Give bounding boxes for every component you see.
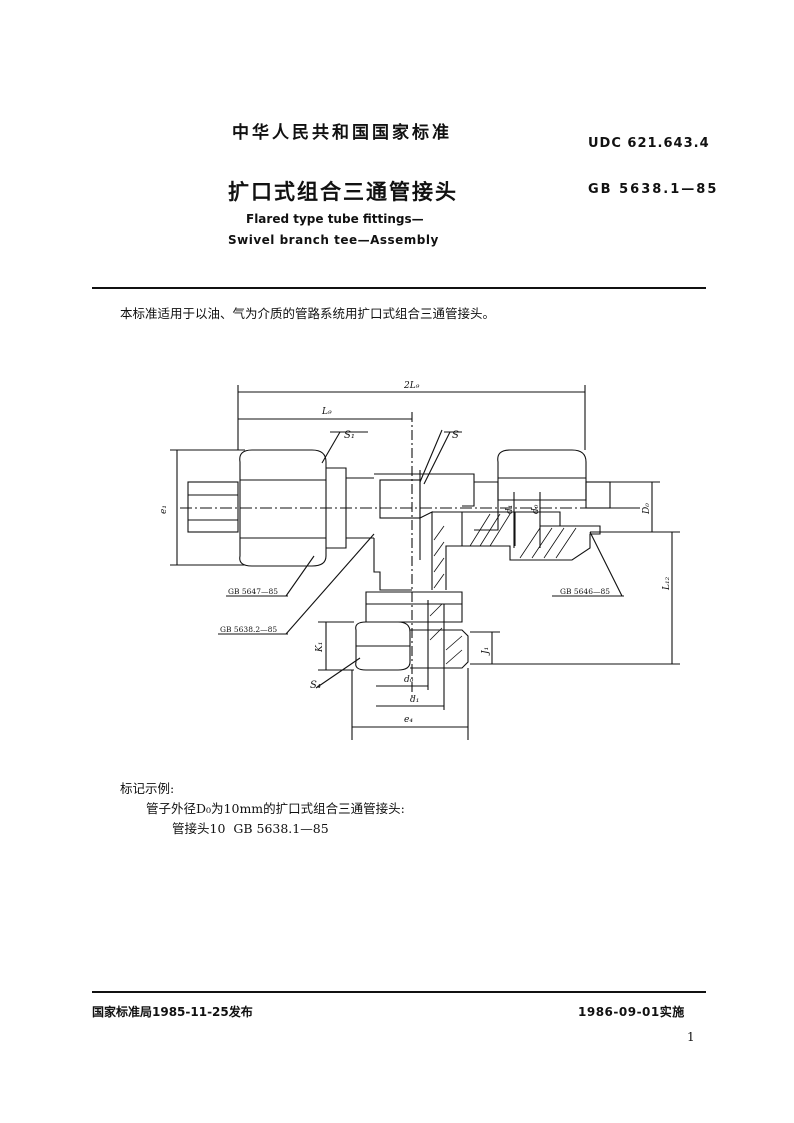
label-2l9: 2L₉ [403,381,420,391]
title-en-line2: Swivel branch tee—Assembly [228,233,439,247]
label-l9: L₉ [321,407,332,417]
udc-number: UDC 621.643.4 [588,136,710,151]
label-e4: e₄ [404,715,413,725]
ref-gb5646: GB 5646—85 [560,587,610,596]
title-cn: 扩口式组合三通管接头 [228,180,458,204]
marking-text: 管子外径D₀为10mm的扩口式组合三通管接头: [146,801,405,816]
header-rule [92,287,706,289]
label-l12: L₁₂ [662,576,672,591]
label-s: S [452,430,459,441]
gb-number: GB 5638.1—85 [588,182,719,197]
label-d0: d₀ [531,504,541,514]
label-D0: D₀ [642,503,652,515]
label-k1: K₁ [315,642,325,653]
footer-rule [92,991,706,993]
marking-code: 管接头10 GB 5638.1—85 [172,821,329,836]
effective-date: 1986-09-01实施 [578,1005,685,1019]
title-en-line1: Flared type tube fittings— [246,212,424,226]
label-s1: S₁ [344,430,355,441]
label-e1: e₁ [159,505,169,514]
ref-gb5647: GB 5647—85 [228,587,278,596]
page-number: 1 [687,1030,695,1044]
standard-country: 中华人民共和国国家标准 [232,123,452,143]
label-j1: J₁ [481,647,491,656]
label-s4: S₄ [310,680,321,691]
scope-text: 本标准适用于以油、气为介质的管路系统用扩口式组合三通管接头。 [120,306,496,321]
marking-heading: 标记示例: [120,781,175,796]
ref-gb5638-2: GB 5638.2—85 [220,625,277,634]
label-bottom-d1: d₁ [410,695,419,705]
label-d1: d₁ [505,505,515,514]
label-bottom-d0: d₀ [404,675,414,685]
issued-date: 国家标准局1985-11-25发布 [92,1005,253,1019]
